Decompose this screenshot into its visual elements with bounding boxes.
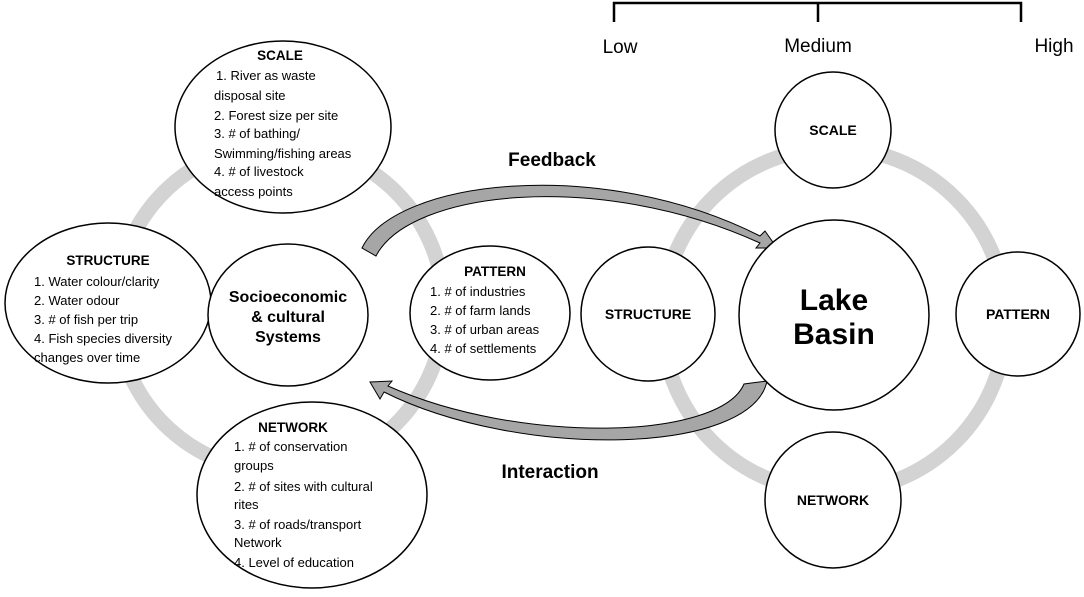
- left-network-item: 2. # of sites with cultural: [234, 479, 373, 494]
- left-pattern-item: 1. # of industries: [430, 284, 526, 299]
- left-structure-item: 2. Water odour: [34, 293, 120, 308]
- interaction-label: Interaction: [501, 462, 598, 483]
- right-structure-node: STRUCTURE: [580, 246, 716, 382]
- right-network-label: NETWORK: [797, 492, 869, 508]
- left-structure-item: 1. Water colour/clarity: [34, 274, 160, 289]
- left-scale-item: 4. # of livestock: [214, 164, 304, 179]
- left-network-item: 3. # of roads/transport: [234, 517, 362, 532]
- left-structure-node: STRUCTURE 1. Water colour/clarity 2. Wat…: [4, 222, 212, 384]
- left-structure-item: 3. # of fish per trip: [34, 312, 138, 327]
- left-pattern-title: PATTERN: [464, 264, 526, 279]
- left-network-item: groups: [234, 458, 274, 473]
- left-scale-item: Swimming/fishing areas: [214, 146, 352, 161]
- left-network-item: Network: [234, 535, 282, 550]
- left-scale-title: SCALE: [257, 48, 303, 63]
- center-line-1: Socioeconomic: [229, 289, 347, 306]
- scale-medium-label: Medium: [784, 36, 852, 57]
- left-pattern-item: 4. # of settlements: [430, 341, 537, 356]
- left-pattern-item: 2. # of farm lands: [430, 303, 531, 318]
- scale-bar: Low Medium High: [603, 1, 1074, 58]
- left-pattern-item: 3. # of urban areas: [430, 322, 540, 337]
- interaction-arrow: [369, 380, 768, 441]
- center-line-2: & cultural: [251, 309, 325, 326]
- feedback-label: Feedback: [508, 150, 596, 171]
- right-structure-label: STRUCTURE: [605, 306, 691, 322]
- left-scale-item: 1. River as waste: [216, 68, 316, 83]
- center-line-3: Systems: [255, 329, 321, 346]
- right-network-node: NETWORK: [764, 431, 902, 569]
- right-pattern-label: PATTERN: [986, 306, 1050, 322]
- left-pattern-node: PATTERN 1. # of industries 2. # of farm …: [409, 245, 571, 381]
- left-scale-item: access points: [214, 184, 293, 199]
- right-scale-label: SCALE: [809, 122, 856, 138]
- right-scale-node: SCALE: [774, 71, 892, 189]
- left-scale-node: SCALE 1. River as waste disposal site 2.…: [174, 40, 392, 214]
- left-scale-item: 3. # of bathing/: [214, 126, 300, 141]
- left-network-item: 1. # of conservation: [234, 439, 347, 454]
- scale-low-label: Low: [603, 37, 638, 58]
- left-scale-item: 2. Forest size per site: [214, 108, 338, 123]
- left-network-node: NETWORK 1. # of conservation groups 2. #…: [196, 401, 428, 589]
- lake-basin-line-2: Basin: [793, 318, 875, 351]
- left-network-item: 4. Level of education: [234, 555, 354, 570]
- left-scale-item: disposal site: [214, 88, 286, 103]
- scale-bar-bracket: [612, 1, 1023, 22]
- scale-high-label: High: [1034, 36, 1073, 57]
- left-structure-title: STRUCTURE: [66, 253, 149, 268]
- left-network-item: rites: [234, 497, 259, 512]
- socioeconomic-center-node: Socioeconomic & cultural Systems: [207, 243, 369, 387]
- right-pattern-node: PATTERN: [955, 251, 1081, 377]
- left-structure-item: 4. Fish species diversity: [34, 331, 172, 346]
- left-network-title: NETWORK: [258, 420, 328, 435]
- left-structure-item: changes over time: [34, 350, 140, 365]
- lake-basin-center-node: Lake Basin: [738, 219, 930, 411]
- lake-basin-line-1: Lake: [800, 284, 868, 317]
